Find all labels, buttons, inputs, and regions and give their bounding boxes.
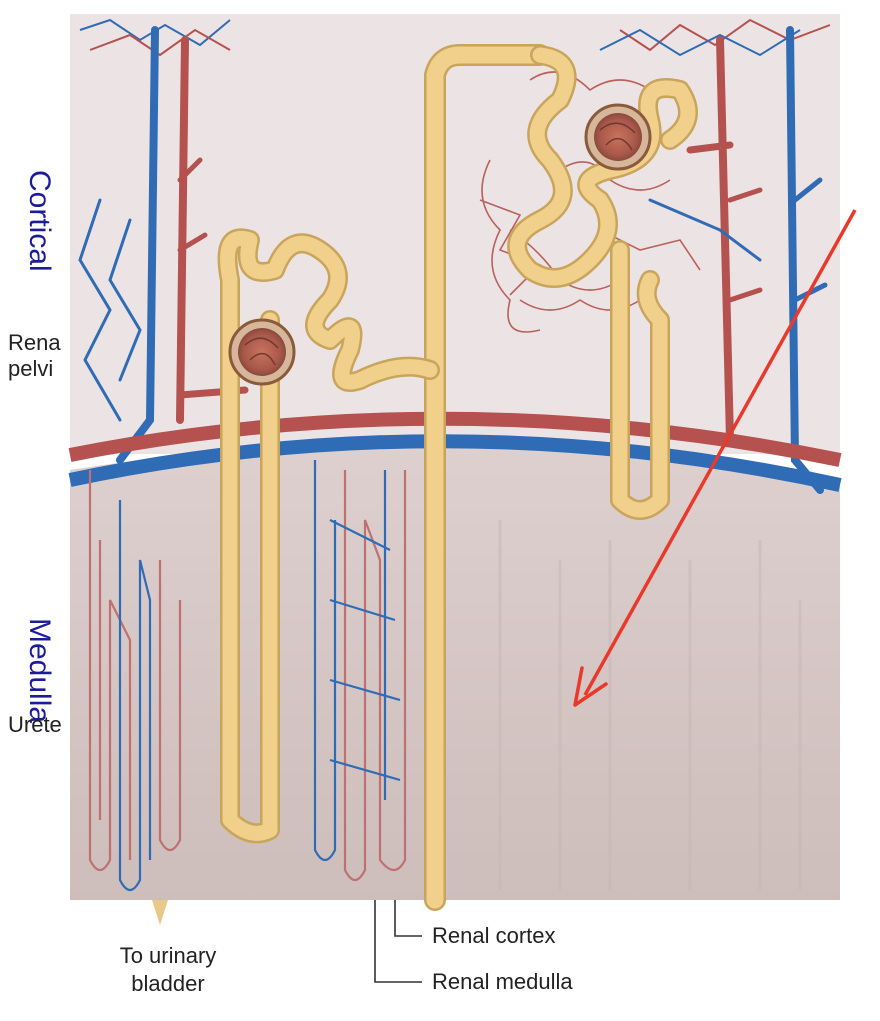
medulla-label: Medulla xyxy=(23,618,56,724)
ureter-tip xyxy=(152,900,168,925)
medulla-region xyxy=(70,442,840,900)
collecting-duct-core xyxy=(426,46,549,909)
renal-pelvis-line2: pelvi xyxy=(8,356,54,381)
annotation-arrow xyxy=(583,209,857,696)
vasa-recta-left xyxy=(88,470,182,892)
cortex-region xyxy=(70,14,840,454)
arcuate-vein xyxy=(68,434,842,492)
renal-pelvis-line1: Rena xyxy=(8,330,61,355)
arrow-head-icon xyxy=(573,666,608,707)
juxtamedullary-nephron xyxy=(217,228,440,844)
cortical-nephron xyxy=(507,45,698,520)
renal-pelvis-label: Rena pelvi xyxy=(8,330,70,382)
glomerulus-left xyxy=(228,318,296,386)
vasa-recta-middle xyxy=(313,460,407,882)
cortical-label: Cortical xyxy=(23,170,56,272)
to-urinary-bladder-label: To urinary bladder xyxy=(98,942,238,998)
to-urinary-bladder-line1: To urinary xyxy=(119,943,217,968)
renal-medulla-callout: Renal medulla xyxy=(432,969,573,994)
callout-lines xyxy=(374,900,422,983)
glomerulus-right xyxy=(584,103,652,171)
to-urinary-bladder-line2: bladder xyxy=(131,971,205,996)
renal-cortex-callout: Renal cortex xyxy=(432,923,556,948)
medulla-streaks xyxy=(498,520,802,890)
ureter-label: Urete xyxy=(8,712,62,737)
